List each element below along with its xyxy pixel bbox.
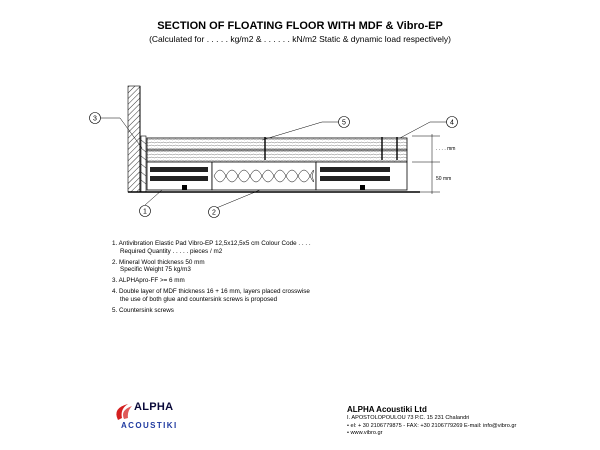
svg-text:3: 3	[93, 116, 97, 123]
notes-list: 1. Antivibration Elastic Pad Vibro-EP 12…	[112, 240, 442, 318]
svg-text:1: 1	[143, 209, 147, 216]
leader-lines	[100, 117, 449, 210]
mdf-layer-top	[146, 137, 408, 151]
mdf-layer-bottom	[146, 149, 408, 163]
svg-text:5: 5	[342, 120, 346, 127]
note-4: 4. Double layer of MDF thickness 16 + 16…	[112, 288, 310, 303]
wall	[127, 85, 141, 193]
note-1: 1. Antivibration Elastic Pad Vibro-EP 12…	[112, 240, 311, 255]
mineral-wool	[211, 161, 317, 191]
note-3: 3. ALPHApro-FF >= 6 mm	[112, 277, 185, 285]
svg-text:2: 2	[212, 210, 216, 217]
countersink-screws	[264, 137, 398, 160]
callout-4: 4	[446, 116, 458, 128]
dimension-lines	[412, 134, 440, 194]
diagram-title: SECTION OF FLOATING FLOOR WITH MDF & Vib…	[157, 20, 443, 32]
contact-block: ALPHA Acoustiki Ltd I. APOSTOLOPOULOU 73…	[347, 405, 567, 438]
logo-subtitle: ACOUSTIKI	[121, 421, 178, 430]
note-2: 2. Mineral Wool thickness 50 mm Specific…	[112, 258, 205, 274]
logo-name: ALPHA	[134, 401, 174, 413]
callout-5: 5	[338, 116, 350, 128]
callout-2: 2	[208, 206, 220, 218]
company-name: ALPHA Acoustiki Ltd	[347, 405, 427, 414]
dimension-bottom-label: 50 mm	[436, 176, 451, 182]
company-web: • www.vibro.gr	[347, 430, 383, 437]
antivibration-pads	[182, 185, 365, 190]
company-logo: ALPHA ACOUSTIKI	[110, 400, 188, 436]
logo-swoosh-icon	[116, 404, 132, 420]
company-phones: • el: + 30 2106779875 - FAX: +30 2106779…	[347, 422, 517, 429]
dimension-top-label: . . . . mm	[436, 146, 455, 152]
callout-1: 1	[139, 205, 151, 217]
svg-text:4: 4	[450, 120, 454, 127]
company-address: I. APOSTOLOPOULOU 73 P.C. 15 231 Chaland…	[347, 415, 470, 421]
diagram-subtitle: (Calculated for . . . . . kg/m2 & . . . …	[149, 34, 451, 44]
note-5: 5. Countersink screws	[112, 306, 174, 314]
callout-3: 3	[89, 112, 101, 124]
